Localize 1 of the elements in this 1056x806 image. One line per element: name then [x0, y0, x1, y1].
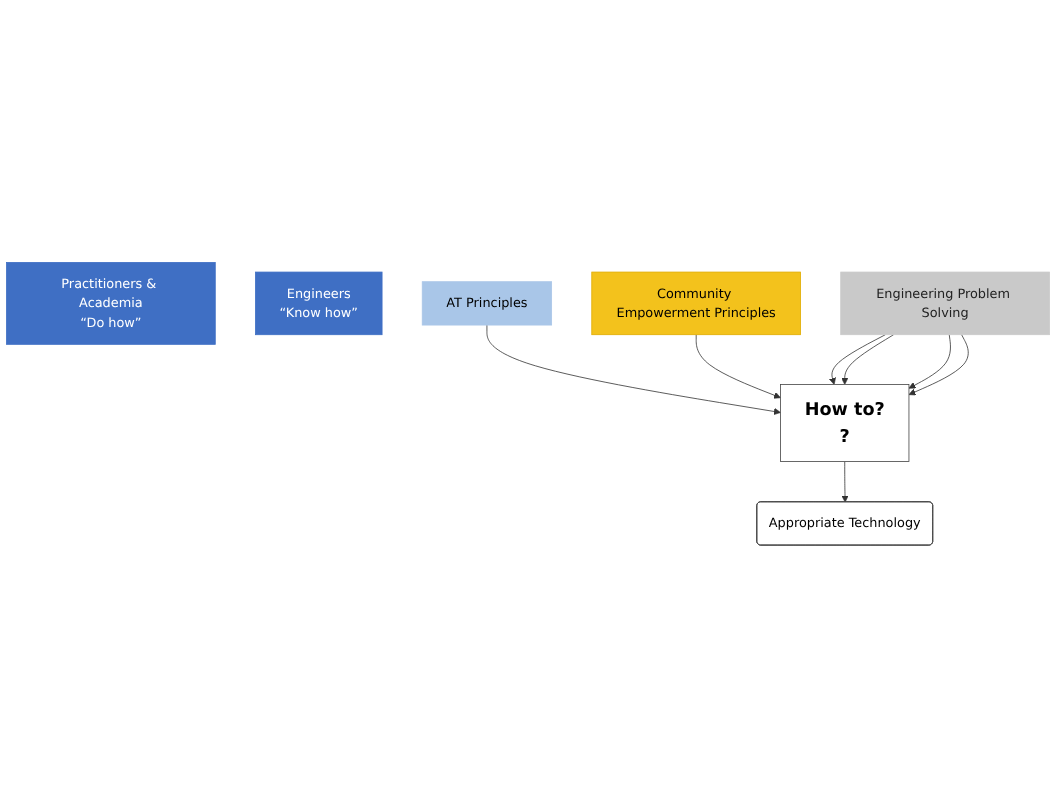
node-box: How to? ? — [780, 383, 910, 462]
